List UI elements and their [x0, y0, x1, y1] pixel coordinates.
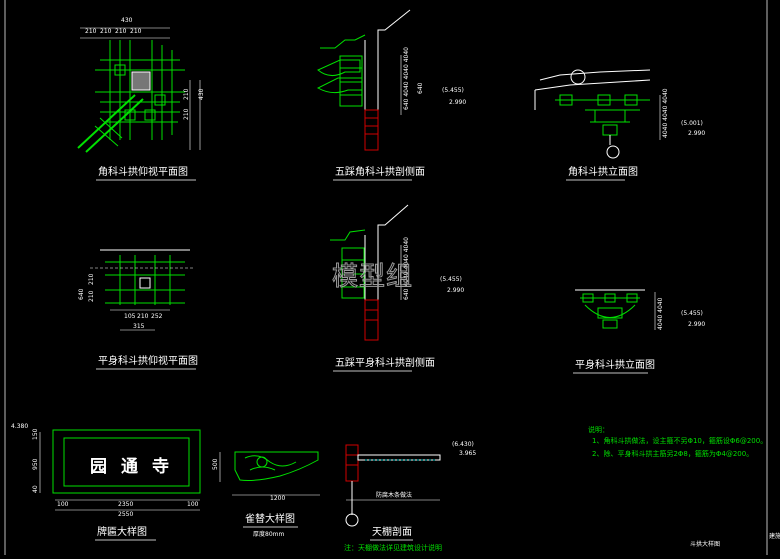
notes-line-2: 2、除、平身科斗拱主筋另2Φ8，箍筋为Φ4@200。 — [592, 449, 753, 458]
flat-elev-elev-top: (5.455) — [681, 310, 703, 317]
plaque-char-3: 寺 — [152, 456, 169, 477]
plaque-dim-w2: 2550 — [118, 511, 133, 518]
canopy-note: 注：天棚做法详见建筑设计说明 — [344, 543, 442, 552]
notes-line-1: 1、角科斗拱做法，设主箍不另Φ10，箍筋设Φ6@200。 — [592, 436, 767, 445]
bracket-subcaption: 厚度80mm — [253, 530, 284, 538]
canopy-elev-top: (6.430) — [452, 441, 474, 448]
flat-plan-dim-210c: 210 — [137, 313, 149, 320]
plaque-dim-right: 100 — [187, 501, 199, 508]
bracket-caption: 雀替大样图 — [245, 512, 295, 525]
corner-plan-dim-3: 210 — [115, 28, 127, 35]
flat-plan-view — [90, 249, 195, 331]
corner-plan-dim-top: 430 — [121, 17, 133, 24]
corner-plan-dim-2: 210 — [100, 28, 112, 35]
corner-plan-caption: 角科斗拱仰视平面图 — [98, 165, 188, 178]
watermark-text: 模型组 — [332, 262, 413, 292]
corner-plan-dim-6: 210 — [183, 108, 190, 120]
flat-side-elev-top: (5.455) — [440, 276, 462, 283]
corner-side-elev-top: (5.455) — [442, 87, 464, 94]
flat-side-dim-stack: 640 4040 4040 4040 — [403, 237, 410, 300]
corner-elevation-view — [534, 69, 661, 159]
canopy-elev-bot: 3.965 — [459, 450, 476, 457]
plaque-dim-w1: 2350 — [118, 501, 133, 508]
five-tier-corner-side-view — [316, 9, 411, 151]
sheet-corner-code: 建施 — [769, 532, 780, 540]
flat-elev-caption: 平身科斗拱立面图 — [575, 358, 655, 371]
flat-elev-dim-stack: 4040 4040 — [657, 297, 664, 330]
corner-plan-dim-1: 210 — [85, 28, 97, 35]
plaque-view — [39, 429, 201, 511]
flat-elev-elev-bot: 2.990 — [688, 321, 705, 328]
corner-plan-view — [77, 27, 201, 153]
corner-elev-caption: 角科斗拱立面图 — [568, 165, 638, 178]
flat-plan-dim-210a: 210 — [88, 273, 95, 285]
flat-plan-dim-640: 640 — [78, 288, 85, 300]
bracket-dim-height: 500 — [212, 458, 219, 470]
flat-plan-dim-315: 315 — [133, 323, 145, 330]
plaque-char-2: 通 — [121, 457, 138, 477]
canopy-view — [345, 444, 441, 527]
flat-plan-dim-252: 252 — [151, 313, 163, 320]
corner-side-elev-bot: 2.990 — [449, 99, 466, 106]
flat-side-caption: 五踩平身科斗拱剖侧面 — [335, 356, 435, 369]
corner-side-dim-stack: 640 4040 4040 4040 — [403, 47, 410, 110]
canopy-caption: 天棚剖面 — [372, 525, 412, 538]
corner-elev-elev-top: (5.001) — [681, 120, 703, 127]
plaque-dim-h2: 950 — [32, 458, 39, 470]
plaque-elev: 4.380 — [11, 423, 28, 430]
flat-elevation-view — [575, 289, 656, 330]
bracket-view — [219, 451, 320, 496]
notes-title: 说明： — [588, 425, 609, 434]
sheet-title: 斗拱大样图 — [690, 540, 720, 548]
bracket-dim-width: 1200 — [270, 495, 285, 502]
corner-plan-dim-5: 210 — [183, 88, 190, 100]
canopy-label: 防腐木条做法 — [376, 491, 412, 499]
corner-elev-dim-stack: 4040 4040 4040 — [662, 88, 669, 138]
corner-plan-dim-4: 210 — [130, 28, 142, 35]
plaque-char-1: 园 — [90, 457, 107, 477]
corner-elev-elev-bot: 2.990 — [688, 130, 705, 137]
plaque-dim-h1: 150 — [32, 428, 39, 440]
plaque-caption: 牌匾大样图 — [97, 525, 147, 538]
plaque-dim-left: 100 — [57, 501, 69, 508]
corner-plan-dim-7: 430 — [198, 88, 205, 100]
flat-plan-dim-210b: 210 — [88, 290, 95, 302]
five-tier-flat-side-view — [330, 204, 409, 341]
flat-plan-caption: 平身科斗拱仰视平面图 — [98, 354, 198, 367]
flat-plan-dim-105: 105 — [124, 313, 136, 320]
flat-side-elev-bot: 2.990 — [447, 287, 464, 294]
corner-side-caption: 五踩角科斗拱剖侧面 — [335, 165, 425, 178]
plaque-dim-h3: 40 — [32, 485, 39, 493]
corner-side-dim-640: 640 — [417, 82, 424, 94]
